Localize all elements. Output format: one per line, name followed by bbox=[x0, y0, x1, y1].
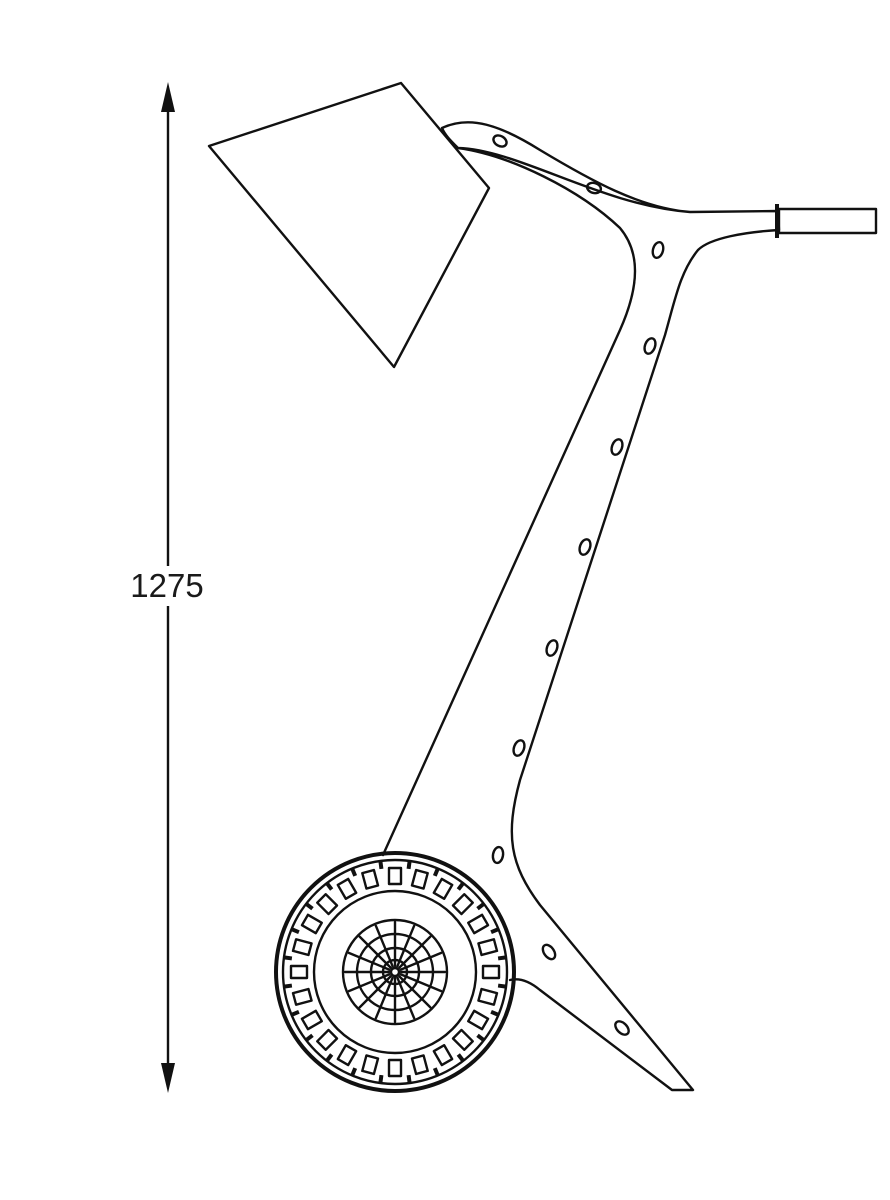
hub-spoke bbox=[398, 935, 432, 969]
tread-block bbox=[300, 913, 323, 935]
tread-block bbox=[300, 1009, 323, 1031]
tread-notch bbox=[290, 927, 300, 935]
hub-spoke bbox=[374, 976, 394, 1020]
tread-block bbox=[361, 1054, 380, 1076]
tread-block bbox=[387, 866, 403, 886]
hub-spoke bbox=[398, 975, 432, 1009]
tread-notch bbox=[290, 1009, 300, 1017]
tread-notch bbox=[476, 1033, 486, 1042]
tread-block bbox=[451, 1028, 474, 1051]
wheel-axle bbox=[389, 966, 401, 978]
dimension-arrow-bottom bbox=[161, 1063, 175, 1093]
hub-spoke bbox=[399, 973, 443, 993]
tread-notch bbox=[325, 1053, 334, 1063]
tread-block bbox=[451, 893, 474, 916]
tread-block bbox=[291, 938, 313, 957]
tread-block bbox=[410, 868, 429, 890]
hub-spoke bbox=[374, 924, 394, 968]
tread-block bbox=[467, 913, 490, 935]
tread-block bbox=[477, 938, 499, 957]
lamp-shade bbox=[207, 81, 491, 369]
tread-notch bbox=[432, 1067, 440, 1077]
tread-notch bbox=[378, 860, 384, 870]
tread-notch bbox=[406, 1074, 412, 1084]
height-dimension-label: 1275 bbox=[112, 566, 222, 606]
hub-spoke bbox=[347, 951, 391, 971]
tread-notch bbox=[350, 867, 358, 877]
cord-plug bbox=[775, 204, 878, 238]
tread-block bbox=[289, 964, 309, 980]
tread-block bbox=[477, 987, 499, 1006]
tread-notch bbox=[476, 902, 486, 911]
tread-block bbox=[291, 987, 313, 1006]
tread-notch bbox=[378, 1074, 384, 1084]
tread-notch bbox=[497, 955, 507, 961]
tread-block bbox=[432, 877, 454, 900]
tread-block bbox=[361, 868, 380, 890]
tread-block bbox=[336, 877, 358, 900]
hub-spoke bbox=[396, 924, 416, 968]
tread-notch bbox=[497, 983, 507, 989]
frame-rivets bbox=[491, 134, 665, 1036]
tread-block bbox=[467, 1009, 490, 1031]
tread-notch bbox=[456, 1053, 465, 1063]
tread-notch bbox=[283, 983, 293, 989]
wheel-hub-spokes bbox=[343, 920, 447, 1024]
tread-block bbox=[336, 1044, 358, 1067]
tread-notch bbox=[283, 955, 293, 961]
hub-spoke bbox=[396, 976, 416, 1020]
lamp-frame bbox=[381, 121, 781, 1092]
hub-spoke bbox=[399, 951, 443, 971]
hub-spoke bbox=[347, 973, 391, 993]
tread-block bbox=[387, 1058, 403, 1078]
tread-block bbox=[410, 1054, 429, 1076]
tread-notch bbox=[325, 881, 334, 891]
tread-notch bbox=[350, 1067, 358, 1077]
tread-notch bbox=[456, 881, 465, 891]
tread-notch bbox=[432, 867, 440, 877]
tread-block bbox=[316, 893, 339, 916]
hub-spoke bbox=[358, 975, 392, 1009]
tread-notch bbox=[304, 1033, 314, 1042]
hub-spoke bbox=[358, 935, 392, 969]
tread-notch bbox=[304, 902, 314, 911]
wheel bbox=[274, 851, 516, 1093]
tread-block bbox=[316, 1028, 339, 1051]
tread-notch bbox=[490, 927, 500, 935]
tread-block bbox=[481, 964, 501, 980]
dimension-arrow-top bbox=[161, 82, 175, 112]
tread-notch bbox=[490, 1009, 500, 1017]
wheel-tread bbox=[283, 860, 507, 1084]
tread-notch bbox=[406, 860, 412, 870]
tread-block bbox=[432, 1044, 454, 1067]
